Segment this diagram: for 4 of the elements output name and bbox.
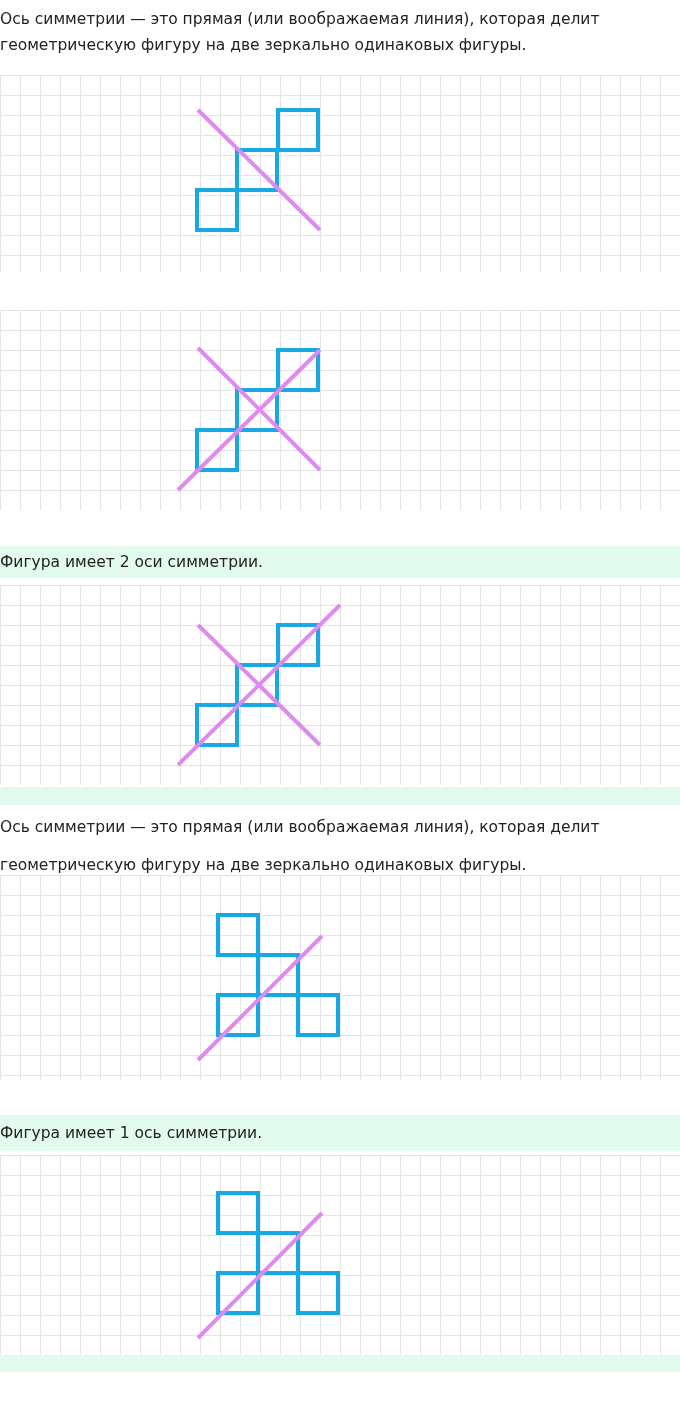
definition-text: Ось симметрии — это прямая (или воображаемая линия), которая делит геометрическую фигуру на две зеркально одинаковых фигуры. bbox=[0, 817, 601, 876]
definition-text: Ось симметрии — это прямая (или воображаемая линия), которая делит геометрическую фигуру на две зеркально одинаковых фигуры. bbox=[0, 9, 601, 56]
note-text: Фигура имеет 2 оси симметрии. bbox=[0, 552, 264, 572]
note-text: Фигура имеет 1 ось симметрии. bbox=[0, 1123, 263, 1143]
